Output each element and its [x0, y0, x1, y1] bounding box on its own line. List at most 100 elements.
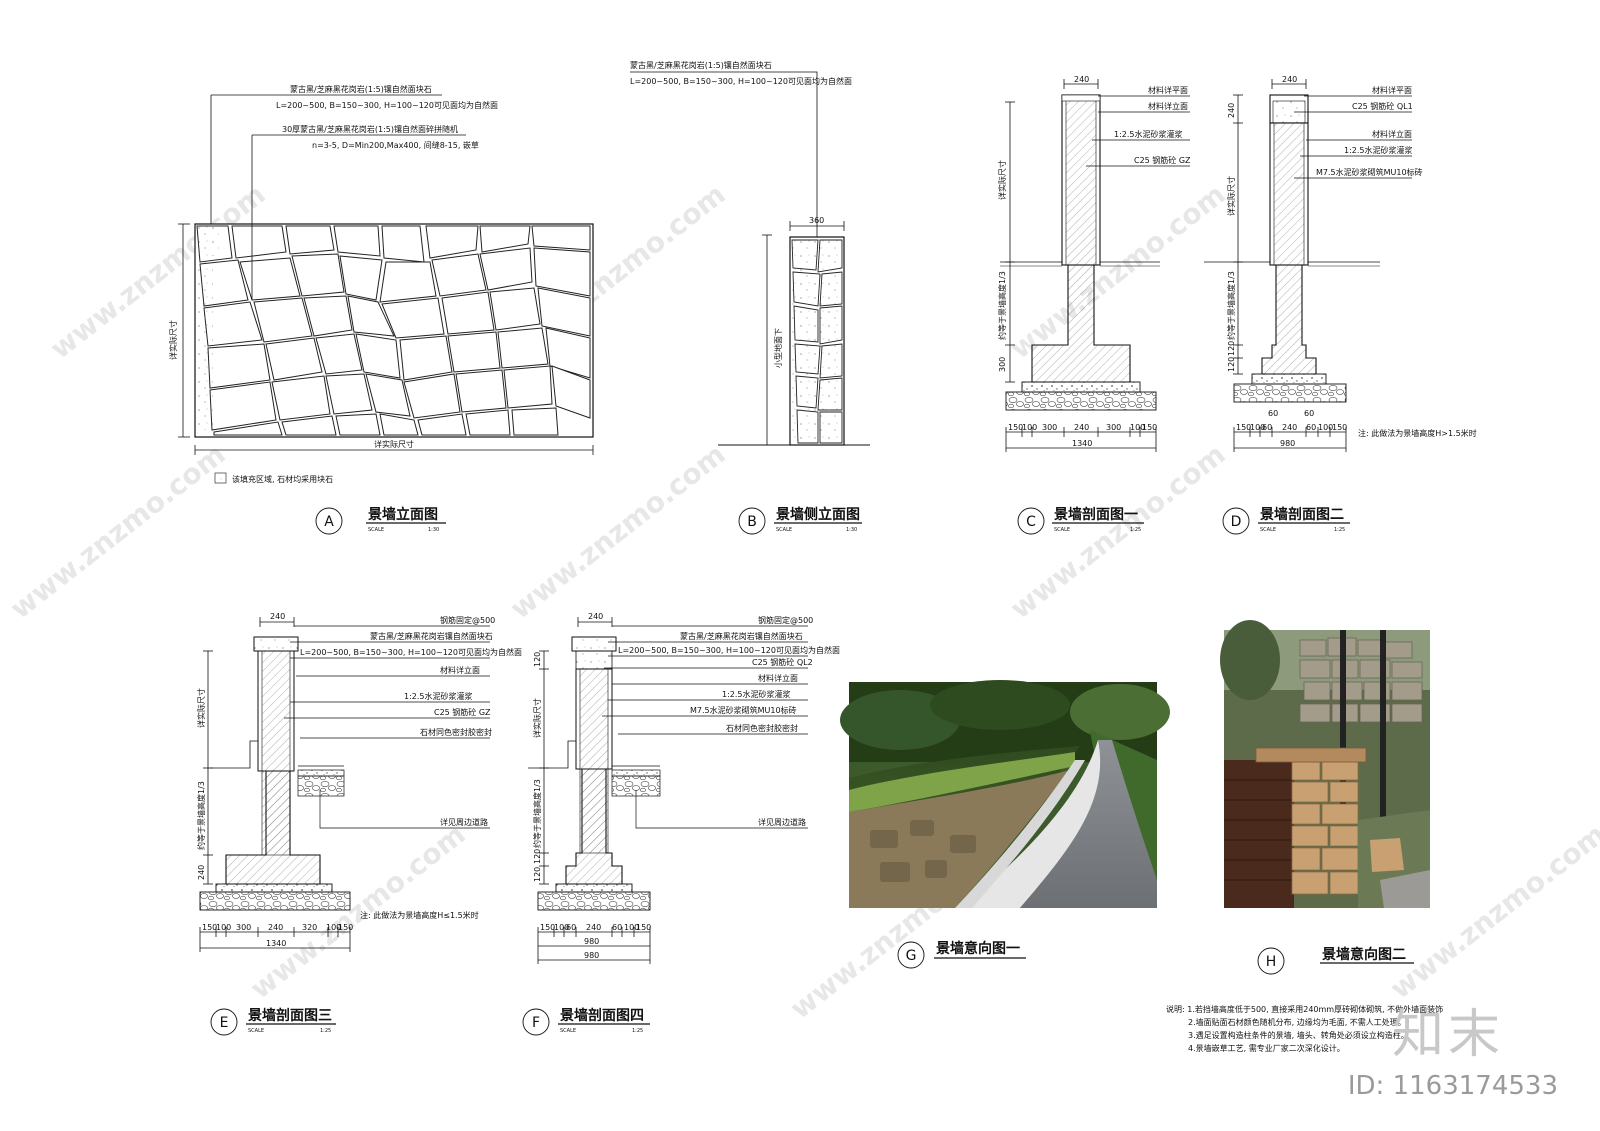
note-line: 4.景墙嵌草工艺, 需专业厂家二次深化设计。 [1188, 1043, 1345, 1053]
section-letter: C [1026, 514, 1036, 530]
dimension-value: 240 [197, 865, 206, 880]
panel-title: 景墙侧立面图 [776, 506, 860, 523]
dimension-value: 240 [1282, 75, 1297, 84]
dimension-value: 240 [1074, 75, 1089, 84]
dimension-value: 60 [566, 923, 576, 932]
callout-text: 材料详平面 [1148, 85, 1188, 95]
dimension-value: 320 [302, 923, 317, 932]
dimension-total: 980 [584, 951, 599, 960]
callout-text: 蒙古黑/芝麻黑花岗岩镶自然面块石 [680, 631, 803, 641]
callout-text: L=200~500, B=150~300, H=100~120可见面均为自然面 [300, 647, 522, 657]
dimension-value: 120 [533, 652, 542, 667]
dimension-value: 100 [1130, 423, 1145, 432]
section-marker-d [1222, 507, 1250, 535]
callout-text: L=200~500, B=150~300, H=100~120可见面均为自然面 [276, 100, 498, 110]
section-marker-g [897, 941, 925, 969]
dimension-value: 120 [1227, 357, 1236, 372]
dimension-value: 300 [236, 923, 251, 932]
dimension-value: 150 [1008, 423, 1023, 432]
legend-swatch [214, 472, 227, 484]
panel-title: 景墙剖面图三 [248, 1007, 332, 1024]
callout-text: L=200~500, B=150~300, H=100~120可见面均为自然面 [618, 645, 840, 655]
dimension-value: 240 [588, 612, 603, 621]
scale-label: SCALE [368, 527, 384, 533]
dimension-value: 240 [270, 612, 285, 621]
callout-text: 1:2.5水泥砂浆灌浆 [1344, 145, 1413, 155]
vertical-dimension-label: 详实际尺寸 [997, 160, 1007, 200]
panel-a-elevation: 蒙古黑/芝麻黑花岗岩(1:5)镶自然面块石 L=200~500, B=150~3… [168, 84, 594, 535]
dimension-value: 240 [586, 923, 601, 932]
panel-title: 景墙剖面图一 [1054, 506, 1138, 523]
callout-text: 蒙古黑/芝麻黑花岗岩(1:5)镶自然面块石 [290, 84, 432, 94]
section-marker-f [522, 1008, 550, 1036]
scale-label: SCALE [560, 1028, 576, 1034]
callout-text: 钢筋固定@500 [758, 615, 813, 625]
section-marker-b [738, 507, 766, 535]
section-marker-c [1017, 507, 1045, 535]
callout-text: 详见周边道路 [440, 817, 488, 827]
watermark-text: www.znzmo.com [504, 438, 732, 626]
scale-label: SCALE [1054, 527, 1070, 533]
dimension-value: 150 [1142, 423, 1157, 432]
dimension-value: 150 [202, 923, 217, 932]
callout-text: 材料详平面 [1372, 85, 1412, 95]
scale-value: 1:25 [632, 1028, 643, 1034]
dimension-value: 120 [533, 867, 542, 882]
scale-value: 1:30 [846, 527, 857, 533]
scale-value: 1:30 [428, 527, 439, 533]
scale-value: 1:25 [1130, 527, 1141, 533]
callout-text: 材料详立面 [758, 673, 798, 683]
section-marker-h [1257, 947, 1285, 975]
dimension-total: 980 [584, 937, 599, 946]
note-line: 2.墙面贴面石材颜色随机分布, 边缘均为毛面, 不需人工处理。 [1188, 1017, 1406, 1027]
section-letter: E [220, 1015, 229, 1031]
callout-text: 石材同色密封胶密封 [726, 723, 798, 733]
dimension-value: 100 [554, 923, 569, 932]
dimension-value: 150 [636, 923, 651, 932]
section-letter: A [324, 514, 334, 530]
panel-title: 景墙剖面图二 [1260, 506, 1344, 523]
section-letter: F [532, 1015, 540, 1031]
dimension-value: 240 [268, 923, 283, 932]
panel-c-section-1: 240 详实际尺寸 约等于景墙高度1/3 300 材料详平面 材料详立面 1:2… [997, 75, 1191, 535]
dimension-value: 240 [1227, 103, 1236, 118]
callout-text: n=3-5, D=Min200,Max400, 间缝8-15, 嵌草 [312, 140, 479, 150]
image-id-watermark: ID: 1163174533 [1347, 1071, 1558, 1101]
vertical-dimension-label: 详实际尺寸 [196, 688, 206, 728]
random-stone-pattern [196, 225, 591, 436]
dimension-value: 60 [1268, 409, 1278, 418]
callout-text: C25 钢筋砼 GZ [434, 707, 491, 717]
vertical-dimension-label: 详实际尺寸 [1226, 176, 1236, 216]
panel-f-section-4: 240 120 详实际尺寸 约等于景墙高度1/3 120 120 [522, 612, 840, 1036]
panel-title: 景墙意向图一 [936, 940, 1020, 957]
vertical-dimension-label: 约等于景墙高度1/3 [196, 781, 206, 850]
watermark-text: www.znzmo.com [4, 438, 232, 626]
dimension-value: 150 [1332, 423, 1347, 432]
dimension-value: 60 [612, 923, 622, 932]
legend-text: 该填充区域, 石材均采用块石 [232, 474, 333, 484]
dimension-value: 300 [998, 357, 1007, 372]
dimension-value: 300 [1106, 423, 1121, 432]
dimension-value: 100 [1318, 423, 1333, 432]
panel-g-reference-photo: G 景墙意向图一 [840, 680, 1170, 969]
vertical-dimension-label: 详实际尺寸 [532, 698, 542, 738]
dimension-value: 360 [809, 216, 824, 225]
dimension-value: 100 [1250, 423, 1265, 432]
callout-text: C25 钢筋砼 QL1 [1352, 101, 1413, 111]
vertical-dimension-label: 约等于景墙高度1/3 [997, 271, 1007, 340]
callout-text: 蒙古黑/芝麻黑花岗岩(1:5)镶自然面块石 [630, 60, 772, 70]
section-letter: D [1231, 514, 1242, 530]
dimension-value: 120 [1227, 341, 1236, 356]
brand-watermark: 知末 [1391, 1005, 1504, 1065]
dimension-value: 60 [1262, 423, 1272, 432]
width-dimension-label: 详实际尺寸 [374, 439, 414, 449]
callout-text: 材料详立面 [440, 665, 480, 675]
callout-text: 详见周边道路 [758, 817, 806, 827]
panel-h-reference-photo: H 景墙意向图二 [1220, 620, 1430, 975]
callout-text: L=200~500, B=150~300, H=100~120可见面均为自然面 [630, 76, 852, 86]
callout-text: 1:2.5水泥砂浆灌浆 [404, 691, 473, 701]
callout-text: 钢筋固定@500 [440, 615, 495, 625]
general-notes: 说明: 1.若挡墙高度低于500, 直接采用240mm厚砖砌体砌筑, 不做外墙面… [1166, 1004, 1443, 1053]
callout-text: 石材同色密封胶密封 [420, 727, 492, 737]
